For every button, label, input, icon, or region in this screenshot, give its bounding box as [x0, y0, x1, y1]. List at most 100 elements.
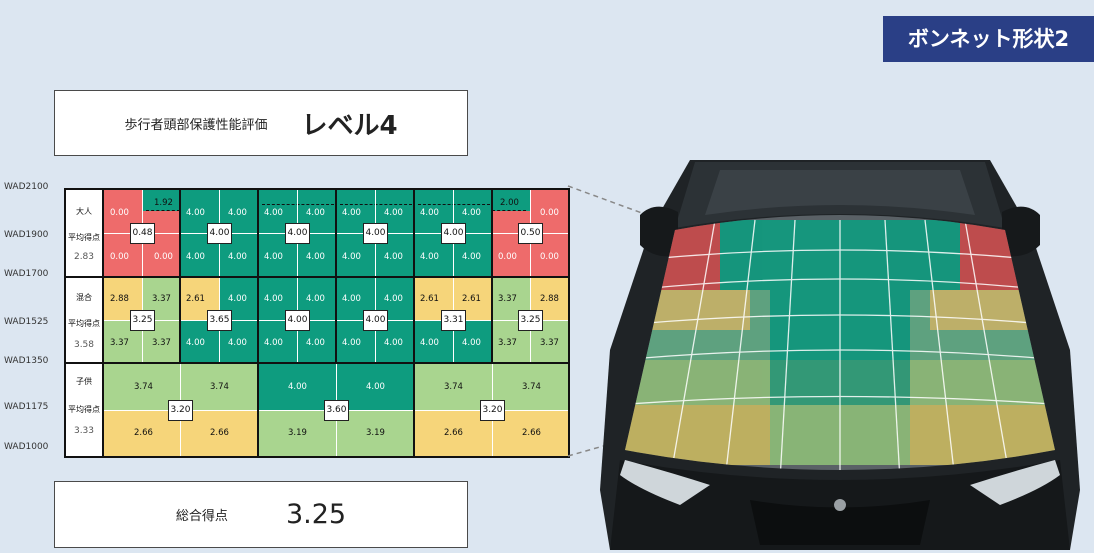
dashed-line — [418, 204, 490, 205]
group-avg-label-adult: 平均得点 — [68, 233, 100, 242]
score-value: 4.00 — [342, 208, 361, 218]
score-value: 3.37 — [152, 338, 171, 348]
grid-border — [66, 362, 568, 364]
grid-border — [413, 190, 415, 456]
score-value: 4.00 — [186, 338, 205, 348]
block-average: 0.48 — [130, 223, 155, 244]
score-value: 4.00 — [228, 338, 247, 348]
score-value: 4.00 — [366, 382, 385, 392]
score-value: 3.74 — [210, 382, 229, 392]
score-value: 4.00 — [306, 252, 325, 262]
wad-label: WAD2100 — [4, 182, 49, 192]
score-value: 3.19 — [366, 428, 385, 438]
total-score-box: 総合得点 3.25 — [54, 481, 468, 548]
score-value: 2.61 — [420, 294, 439, 304]
score-value: 4.00 — [342, 338, 361, 348]
score-grid: 大人 平均得点 2.83 混合 平均得点 3.58 子供 平均得点 3.33 0… — [64, 188, 570, 458]
score-value: 1.92 — [154, 198, 173, 208]
group-name-mixed: 混合 — [76, 293, 92, 302]
score-value: 4.00 — [264, 338, 283, 348]
score-value: 4.00 — [420, 208, 439, 218]
score-value: 4.00 — [384, 338, 403, 348]
score-value: 3.74 — [522, 382, 541, 392]
block-average: 3.60 — [324, 400, 349, 421]
score-value: 4.00 — [306, 294, 325, 304]
score-value: 4.00 — [228, 252, 247, 262]
block-average: 4.00 — [285, 223, 310, 244]
score-value: 4.00 — [384, 208, 403, 218]
score-value: 4.00 — [462, 338, 481, 348]
score-value: 3.37 — [152, 294, 171, 304]
wad-label: WAD1000 — [4, 442, 49, 452]
dashed-line — [340, 204, 412, 205]
score-value: 4.00 — [384, 252, 403, 262]
score-value: 0.00 — [110, 252, 129, 262]
evaluation-value: レベル4 — [301, 110, 398, 141]
score-value: 0.00 — [110, 208, 129, 218]
score-value: 2.88 — [540, 294, 559, 304]
grid-border — [257, 190, 259, 456]
bonnet-shape-badge: ボンネット形状2 — [883, 16, 1094, 62]
score-value: 4.00 — [462, 208, 481, 218]
block-average: 4.00 — [441, 223, 466, 244]
wad-label: WAD1900 — [4, 230, 49, 240]
score-value: 3.37 — [498, 338, 517, 348]
score-value: 4.00 — [264, 294, 283, 304]
group-avg-child: 3.33 — [73, 426, 95, 436]
grid-border — [66, 276, 568, 278]
score-value: 2.61 — [186, 294, 205, 304]
dashed-line — [492, 210, 526, 211]
score-value: 0.00 — [540, 252, 559, 262]
group-avg-adult: 2.83 — [73, 252, 95, 262]
wad-label: WAD1700 — [4, 269, 49, 279]
score-value: 0.00 — [498, 252, 517, 262]
block-average: 3.65 — [207, 310, 232, 331]
group-name-adult: 大人 — [76, 207, 92, 216]
score-value: 4.00 — [420, 338, 439, 348]
score-value: 3.19 — [288, 428, 307, 438]
grid-border — [102, 190, 104, 456]
dashed-line — [262, 204, 334, 205]
score-value: 3.37 — [498, 294, 517, 304]
score-value: 0.00 — [154, 252, 173, 262]
total-score-value: 3.25 — [285, 499, 347, 530]
score-value: 4.00 — [342, 294, 361, 304]
score-value: 4.00 — [264, 252, 283, 262]
score-value: 3.74 — [134, 382, 153, 392]
score-value: 4.00 — [342, 252, 361, 262]
block-average: 0.50 — [518, 223, 543, 244]
score-value: 4.00 — [420, 252, 439, 262]
score-value: 2.66 — [134, 428, 153, 438]
evaluation-box: 歩行者頭部保護性能評価 レベル4 — [54, 90, 468, 156]
score-value: 3.37 — [540, 338, 559, 348]
group-avg-mixed: 3.58 — [73, 340, 95, 350]
block-average: 3.25 — [130, 310, 155, 331]
block-average: 4.00 — [363, 310, 388, 331]
score-value: 4.00 — [384, 294, 403, 304]
score-value: 2.88 — [110, 294, 129, 304]
block-average: 4.00 — [363, 223, 388, 244]
score-value: 4.00 — [228, 294, 247, 304]
score-value: 2.00 — [500, 198, 519, 208]
score-value: 4.00 — [186, 208, 205, 218]
group-avg-label-child: 平均得点 — [68, 405, 100, 414]
score-value: 4.00 — [462, 252, 481, 262]
score-value: 2.66 — [444, 428, 463, 438]
score-value: 4.00 — [288, 382, 307, 392]
wad-label: WAD1350 — [4, 356, 49, 366]
score-value: 4.00 — [228, 208, 247, 218]
block-average: 4.00 — [285, 310, 310, 331]
wad-label: WAD1525 — [4, 317, 49, 327]
group-name-child: 子供 — [76, 377, 92, 386]
score-value: 2.66 — [522, 428, 541, 438]
block-average: 3.20 — [168, 400, 193, 421]
group-avg-label-mixed: 平均得点 — [68, 319, 100, 328]
wad-label: WAD1175 — [4, 402, 49, 412]
block-average: 3.25 — [518, 310, 543, 331]
grid-cell — [142, 190, 180, 211]
evaluation-label: 歩行者頭部保護性能評価 — [124, 117, 268, 133]
score-value: 3.74 — [444, 382, 463, 392]
score-value: 3.37 — [110, 338, 129, 348]
block-average: 3.20 — [480, 400, 505, 421]
score-value: 2.66 — [210, 428, 229, 438]
